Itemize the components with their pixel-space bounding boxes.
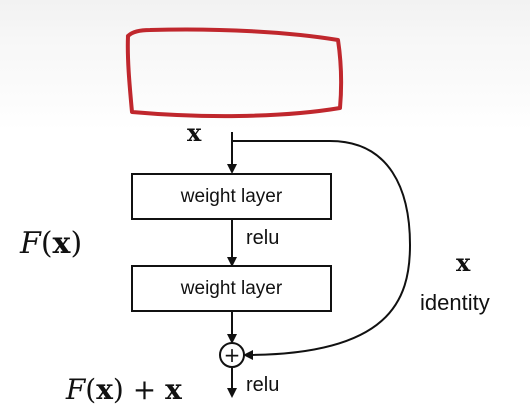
identity-skip-arrow	[232, 140, 412, 360]
input-x-label: x	[187, 118, 202, 147]
identity-x-label: x	[456, 248, 471, 277]
weight-layer-1-label: weight layer	[180, 185, 283, 207]
residual-function-label: F(x)	[20, 226, 83, 261]
relu-mid-label: relu	[246, 227, 280, 249]
red-annotation-box	[125, 27, 344, 119]
output-sum-label: F(x) + x	[65, 373, 182, 406]
weight-layer-2-label: weight layer	[180, 277, 283, 299]
weight-layer-box-1: weight layer	[131, 173, 332, 220]
weight-layer-box-2: weight layer	[131, 265, 332, 312]
identity-label: identity	[420, 290, 490, 315]
relu-out-label: relu	[246, 374, 280, 396]
addition-node	[219, 342, 245, 368]
addition-symbol: +	[224, 343, 241, 367]
